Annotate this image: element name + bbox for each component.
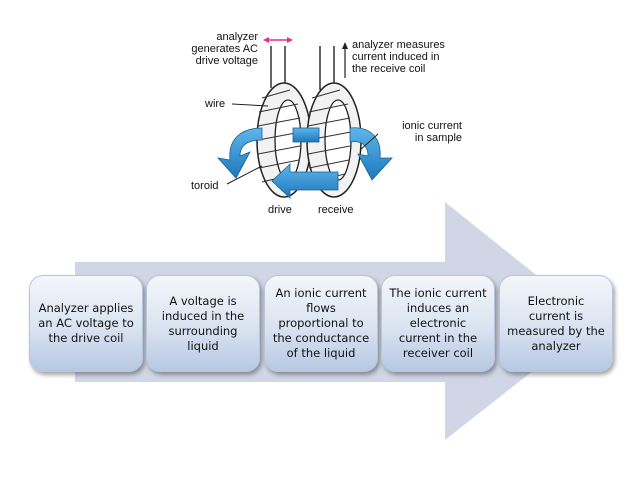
step-1-text: Analyzer applies an AC voltage to the dr… (38, 301, 134, 345)
analyzer-measures-label: analyzer measures current induced in the… (352, 39, 445, 75)
measure-arrow (342, 42, 348, 78)
wire-label: wire (205, 98, 226, 110)
receive-label: receive (318, 204, 354, 216)
step-1-box: Analyzer applies an AC voltage to the dr… (29, 275, 143, 372)
step-3-text: An ionic current flows proportional to t… (272, 286, 370, 360)
voltage-marker (263, 37, 293, 43)
drive-label: drive (268, 204, 292, 216)
step-4-box: The ionic current induces an electronic … (381, 275, 495, 372)
receive-toroid (306, 82, 362, 198)
step-2-box: A voltage is induced in the surrounding … (146, 275, 260, 372)
analyzer-generates-label: analyzer generates AC drive voltage (191, 31, 258, 67)
ionic-current-loop (216, 127, 393, 199)
step-5-box: Electronic current is measured by the an… (499, 275, 613, 372)
step-2-text: A voltage is induced in the surrounding … (161, 293, 245, 353)
step-3-box: An ionic current flows proportional to t… (264, 275, 378, 372)
ionic-current-label: ionic current in sample (402, 120, 462, 144)
leader-lines (226, 103, 379, 185)
toroid-label: toroid (191, 180, 219, 192)
step-4-text: The ionic current induces an electronic … (389, 286, 487, 360)
step-5-text: Electronic current is measured by the an… (507, 293, 605, 353)
